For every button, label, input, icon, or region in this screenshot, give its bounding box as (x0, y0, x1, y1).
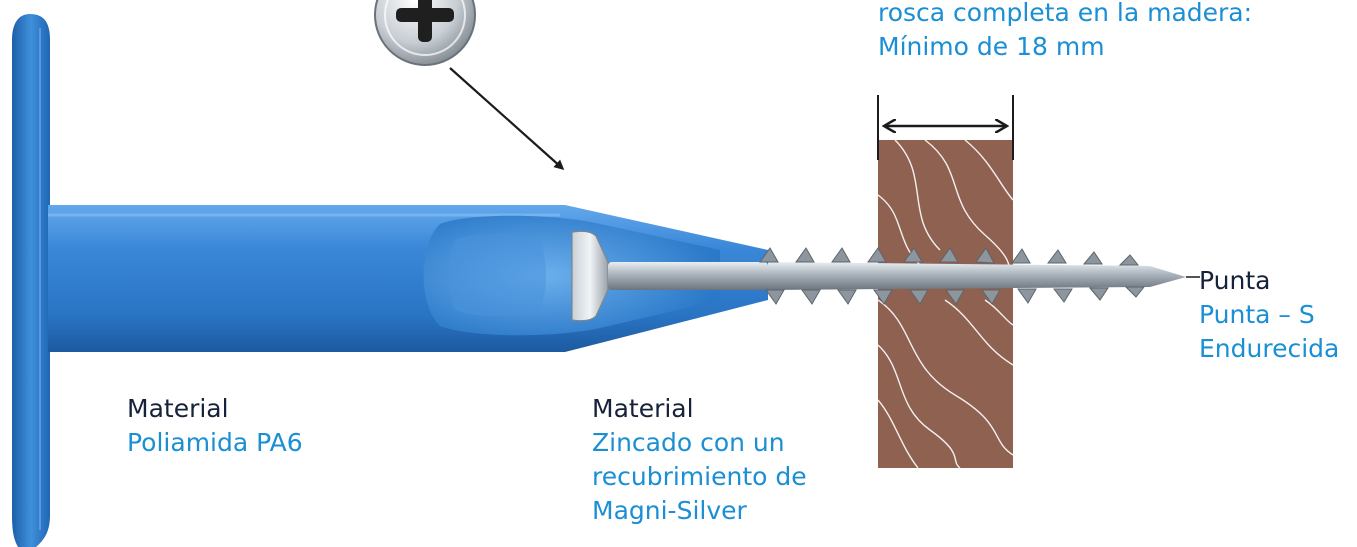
screw-material-value-1: Zincado con un (592, 428, 785, 457)
screw-material-label: Material Zincado con un recubrimiento de… (592, 392, 807, 528)
wood-thread-label: rosca completa en la madera: Mínimo de 1… (878, 0, 1252, 64)
tip-value-1: Punta – S (1199, 300, 1315, 329)
screw (571, 230, 1186, 322)
wood-thread-line-1: rosca completa en la madera: (878, 0, 1253, 27)
tip-heading: Punta (1199, 266, 1271, 295)
drive-pointer-arrow (449, 67, 565, 170)
sleeve-material-label: Material Poliamida PA6 (127, 392, 303, 460)
sleeve-material-heading: Material (127, 394, 229, 423)
screw-material-value-3: Magni-Silver (592, 496, 747, 525)
wood-block (877, 139, 1014, 469)
phillips-drive-icon (374, 0, 476, 66)
tip-value-2: Endurecida (1199, 334, 1340, 363)
tip-label: Punta Punta – S Endurecida (1199, 264, 1339, 366)
screw-material-value-2: recubrimiento de (592, 462, 807, 491)
screw-material-heading: Material (592, 394, 694, 423)
dimension-indicator (877, 95, 1014, 160)
sleeve-material-value: Poliamida PA6 (127, 428, 303, 457)
wood-thread-line-2: Mínimo de 18 mm (878, 32, 1105, 61)
sleeve-flange (12, 14, 50, 547)
